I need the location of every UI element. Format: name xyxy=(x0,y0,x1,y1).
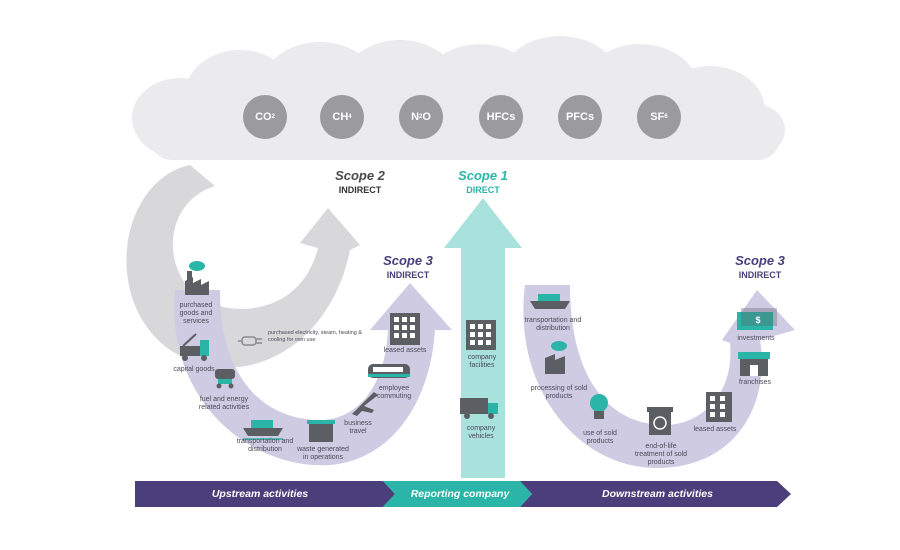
plug-icon xyxy=(238,336,262,346)
label-purchased-goods: purchased goods and services xyxy=(179,302,213,325)
band-downstream-label: Downstream activities xyxy=(602,488,713,500)
gas-ch4-label: CH xyxy=(332,111,349,123)
gas-n2o-tail: O xyxy=(422,111,431,123)
processing-factory-icon xyxy=(545,341,567,374)
gas-ch4-sub: 4 xyxy=(348,114,352,120)
scope1-title: Scope 1 xyxy=(458,168,508,183)
label-electricity: purchased electricity, steam, heating & … xyxy=(268,330,363,343)
cargo-ship-icon xyxy=(530,294,570,309)
label-company-facilities: company facilities xyxy=(467,354,497,369)
money-icon xyxy=(737,308,777,330)
label-upstream-leased-assets: leased assets xyxy=(383,347,427,354)
label-upstream-transportation: transportation and distribution xyxy=(236,438,294,453)
storefront-icon xyxy=(738,352,770,376)
gas-pfcs-label: PFCs xyxy=(565,111,595,123)
activity-band xyxy=(135,481,791,507)
gas-hfcs: HFCs xyxy=(479,95,523,139)
label-processing: processing of sold products xyxy=(530,385,588,400)
gas-n2o-sub: 2 xyxy=(419,114,423,120)
scope3-downstream-subtitle: INDIRECT xyxy=(738,270,782,280)
gas-n2o-label: N xyxy=(411,111,420,123)
fuel-cart-icon xyxy=(215,369,235,389)
scope2-title: Scope 2 xyxy=(335,168,385,183)
label-use-sold: use of sold products xyxy=(583,430,617,445)
scope1-subtitle: DIRECT xyxy=(466,185,500,195)
cloud-shape xyxy=(132,36,785,160)
label-downstream-leased-assets: leased assets xyxy=(693,426,737,433)
gas-co2-label: CO xyxy=(255,111,272,123)
ship-icon xyxy=(243,420,283,440)
scope3-upstream-title: Scope 3 xyxy=(383,253,433,268)
label-waste: waste generated in operations xyxy=(297,446,349,461)
scope3-upstream-subtitle: INDIRECT xyxy=(386,270,430,280)
scope3-upstream-arrow xyxy=(174,283,452,466)
factory-icon xyxy=(185,261,209,295)
scope3-downstream-title: Scope 3 xyxy=(735,253,785,268)
truck-icon xyxy=(460,398,498,419)
label-company-vehicles: company vehicles xyxy=(466,425,496,440)
label-investments: investments xyxy=(737,335,775,342)
leased-building-icon xyxy=(706,392,732,422)
lightbulb-icon xyxy=(590,394,608,419)
scope2-subtitle: INDIRECT xyxy=(338,185,382,195)
label-business-travel: business travel xyxy=(344,420,372,435)
label-end-of-life: end-of-life treatment of sold products xyxy=(634,443,688,466)
gas-hfcs-label: HFCs xyxy=(486,111,516,123)
label-employee-commuting: employee commuting xyxy=(376,385,412,400)
band-reporting-label: Reporting company xyxy=(410,488,510,500)
label-franchises: franchises xyxy=(739,379,771,386)
airplane-icon xyxy=(352,392,378,416)
label-capital-goods: capital goods xyxy=(173,366,215,373)
dumpster-icon xyxy=(307,420,335,442)
gas-pfcs: PFCs xyxy=(558,95,602,139)
company-building-icon xyxy=(466,320,496,350)
crane-truck-icon xyxy=(180,333,209,361)
gas-co2-sub: 2 xyxy=(271,114,275,120)
train-icon xyxy=(368,364,410,378)
gas-sf6-sub: 6 xyxy=(664,114,668,120)
gas-sf6-label: SF xyxy=(650,111,665,123)
band-upstream-label: Upstream activities xyxy=(211,488,309,500)
investments-dollar-sign: $ xyxy=(755,315,761,325)
label-fuel-energy: fuel and energy related activities xyxy=(198,396,250,411)
label-downstream-transportation: transportation and distribution xyxy=(524,317,582,332)
recycle-bin-icon xyxy=(647,407,673,435)
building-icon xyxy=(390,313,420,345)
scope3-downstream-arrow xyxy=(523,285,795,469)
